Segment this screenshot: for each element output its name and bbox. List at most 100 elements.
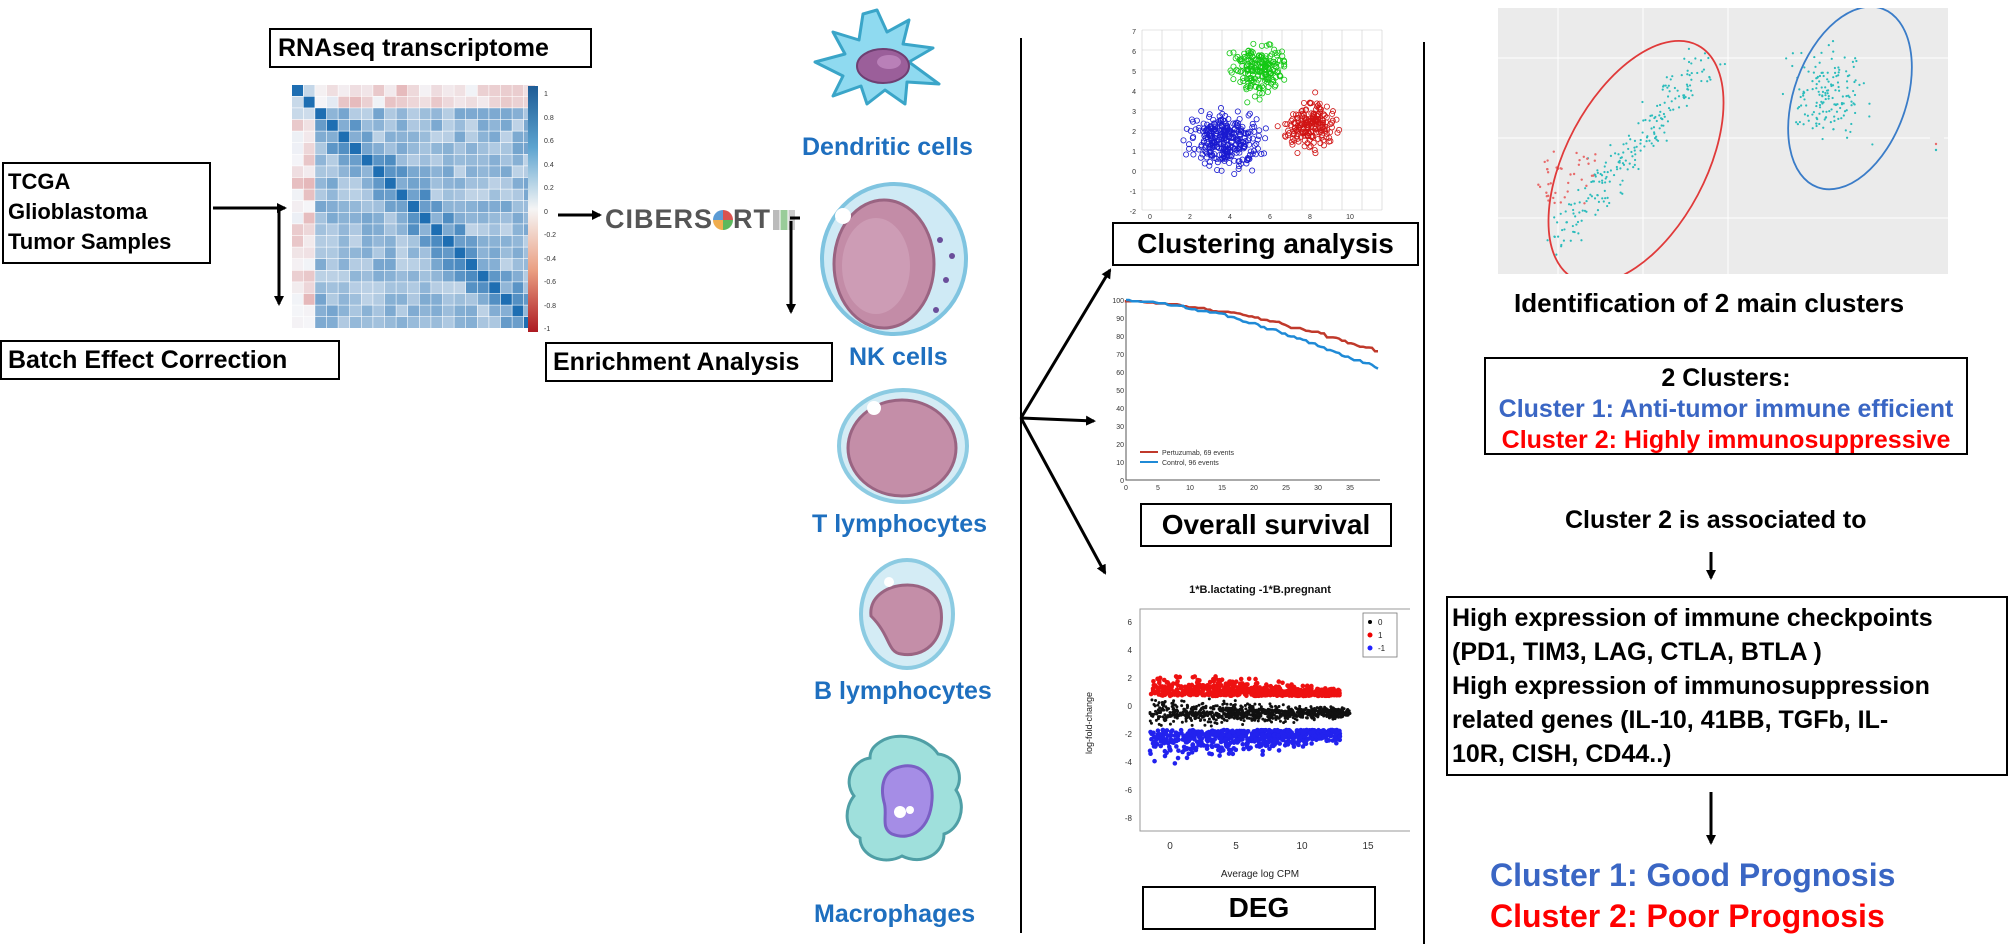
heatmap-cell [442, 189, 454, 201]
tsne-point [1820, 71, 1823, 74]
deg-point [1291, 716, 1295, 720]
tsne-point [1583, 202, 1586, 205]
heatmap-cell [373, 305, 385, 317]
deg-point-down [1168, 729, 1174, 735]
deg-point [1188, 717, 1192, 721]
cluster-point [1237, 78, 1244, 85]
heatmap-cell [373, 177, 385, 189]
tsne-point [1820, 100, 1823, 103]
heatmap-cell [512, 85, 524, 96]
deg-point-up [1303, 690, 1309, 696]
heatmap-cell [373, 282, 385, 294]
heatmap-cell [350, 143, 361, 154]
tsne-point [1813, 55, 1816, 59]
x-tick-label: 0 [1124, 485, 1128, 492]
heatmap-cell [326, 282, 338, 294]
tsne-point [1560, 167, 1563, 171]
tsne-point [1815, 116, 1818, 119]
tsne-point [1833, 71, 1837, 74]
deg-point [1190, 713, 1194, 717]
tsne-point [1830, 57, 1833, 60]
heatmap-cell [315, 247, 327, 259]
heatmap-cell [292, 212, 303, 224]
heatmap-cell [512, 270, 524, 282]
heatmap-cell [408, 143, 419, 154]
deg-point [1161, 706, 1165, 710]
tsne-point [1837, 71, 1840, 74]
heatmap-cell [361, 166, 373, 178]
deg-point [1258, 702, 1262, 706]
heatmap-cell [292, 96, 303, 108]
heatmap-cell [315, 235, 327, 247]
tsne-point [1537, 183, 1540, 186]
heatmap-cell [384, 235, 396, 247]
heatmap-cell [350, 177, 361, 189]
cluster-point [1244, 156, 1251, 163]
deg-point-down [1165, 740, 1171, 745]
cluster-point [1329, 108, 1336, 115]
heatmap-cell [512, 96, 524, 108]
heatmap-cell [303, 212, 315, 224]
deg-point [1292, 713, 1296, 717]
deg-point-down [1333, 729, 1339, 734]
deg-point [1185, 715, 1189, 719]
heatmap-cell [350, 247, 361, 259]
cluster-point [1254, 68, 1261, 75]
tsne-point [1796, 107, 1799, 110]
deg-point-down [1260, 748, 1266, 754]
tsne-point [1682, 96, 1685, 99]
tsne-point [1625, 142, 1628, 145]
deg-point-down [1213, 732, 1219, 738]
cluster-point [1237, 128, 1244, 135]
tsne-point [1547, 194, 1550, 198]
tsne-point [1835, 110, 1839, 113]
heatmap-cell [489, 293, 501, 305]
deg-point [1173, 715, 1177, 719]
y-tick-label: 5 [1132, 69, 1136, 76]
tsne-point [1561, 228, 1564, 232]
cluster-point [1262, 69, 1269, 76]
tsne-point [1641, 100, 1644, 104]
cluster-point [1321, 112, 1328, 119]
heatmap-cell [466, 212, 477, 224]
y-tick-label: 4 [1132, 89, 1136, 96]
tsne-point [1581, 209, 1584, 212]
cluster-point [1224, 153, 1231, 160]
deg-point-up [1227, 691, 1233, 697]
deg-point-down [1210, 730, 1216, 735]
deg-point [1197, 703, 1201, 707]
tsne-point [1818, 80, 1821, 83]
deg-point-up [1218, 692, 1223, 698]
heatmap-cell [326, 235, 338, 247]
heatmap-cell [373, 108, 385, 120]
heatmap-cell [442, 235, 454, 247]
heatmap-cell [512, 166, 524, 178]
tsne-point [1637, 167, 1640, 171]
deg-point-down [1320, 735, 1325, 741]
right-arrows [1706, 552, 1716, 845]
assoc-line: High expression of immunosuppression [1452, 672, 1930, 700]
tsne-point [1598, 180, 1601, 183]
cluster-point [1193, 117, 1200, 124]
dendritic-cell-icon [813, 8, 941, 106]
tsne-point [1824, 116, 1828, 119]
heatmap-cell [315, 119, 327, 131]
heatmap-cell [442, 259, 454, 270]
tsne-point [1700, 79, 1703, 83]
heatmap-cell [361, 212, 373, 224]
deg-point-down [1187, 728, 1193, 734]
heatmap-cell [466, 317, 477, 328]
heatmap-cell [454, 317, 466, 328]
heatmap-cell [454, 108, 466, 120]
heatmap-cell [326, 189, 338, 201]
heatmap-cell [477, 85, 489, 96]
cluster-point [1235, 165, 1242, 172]
tsne-point [1606, 171, 1609, 174]
heatmap-cell [454, 259, 466, 270]
tsne-point [1593, 159, 1597, 162]
heatmap-cell [419, 119, 431, 131]
cluster1-ellipse [1787, 8, 1913, 191]
cluster-point [1299, 129, 1306, 136]
heatmap-cell [338, 108, 350, 120]
